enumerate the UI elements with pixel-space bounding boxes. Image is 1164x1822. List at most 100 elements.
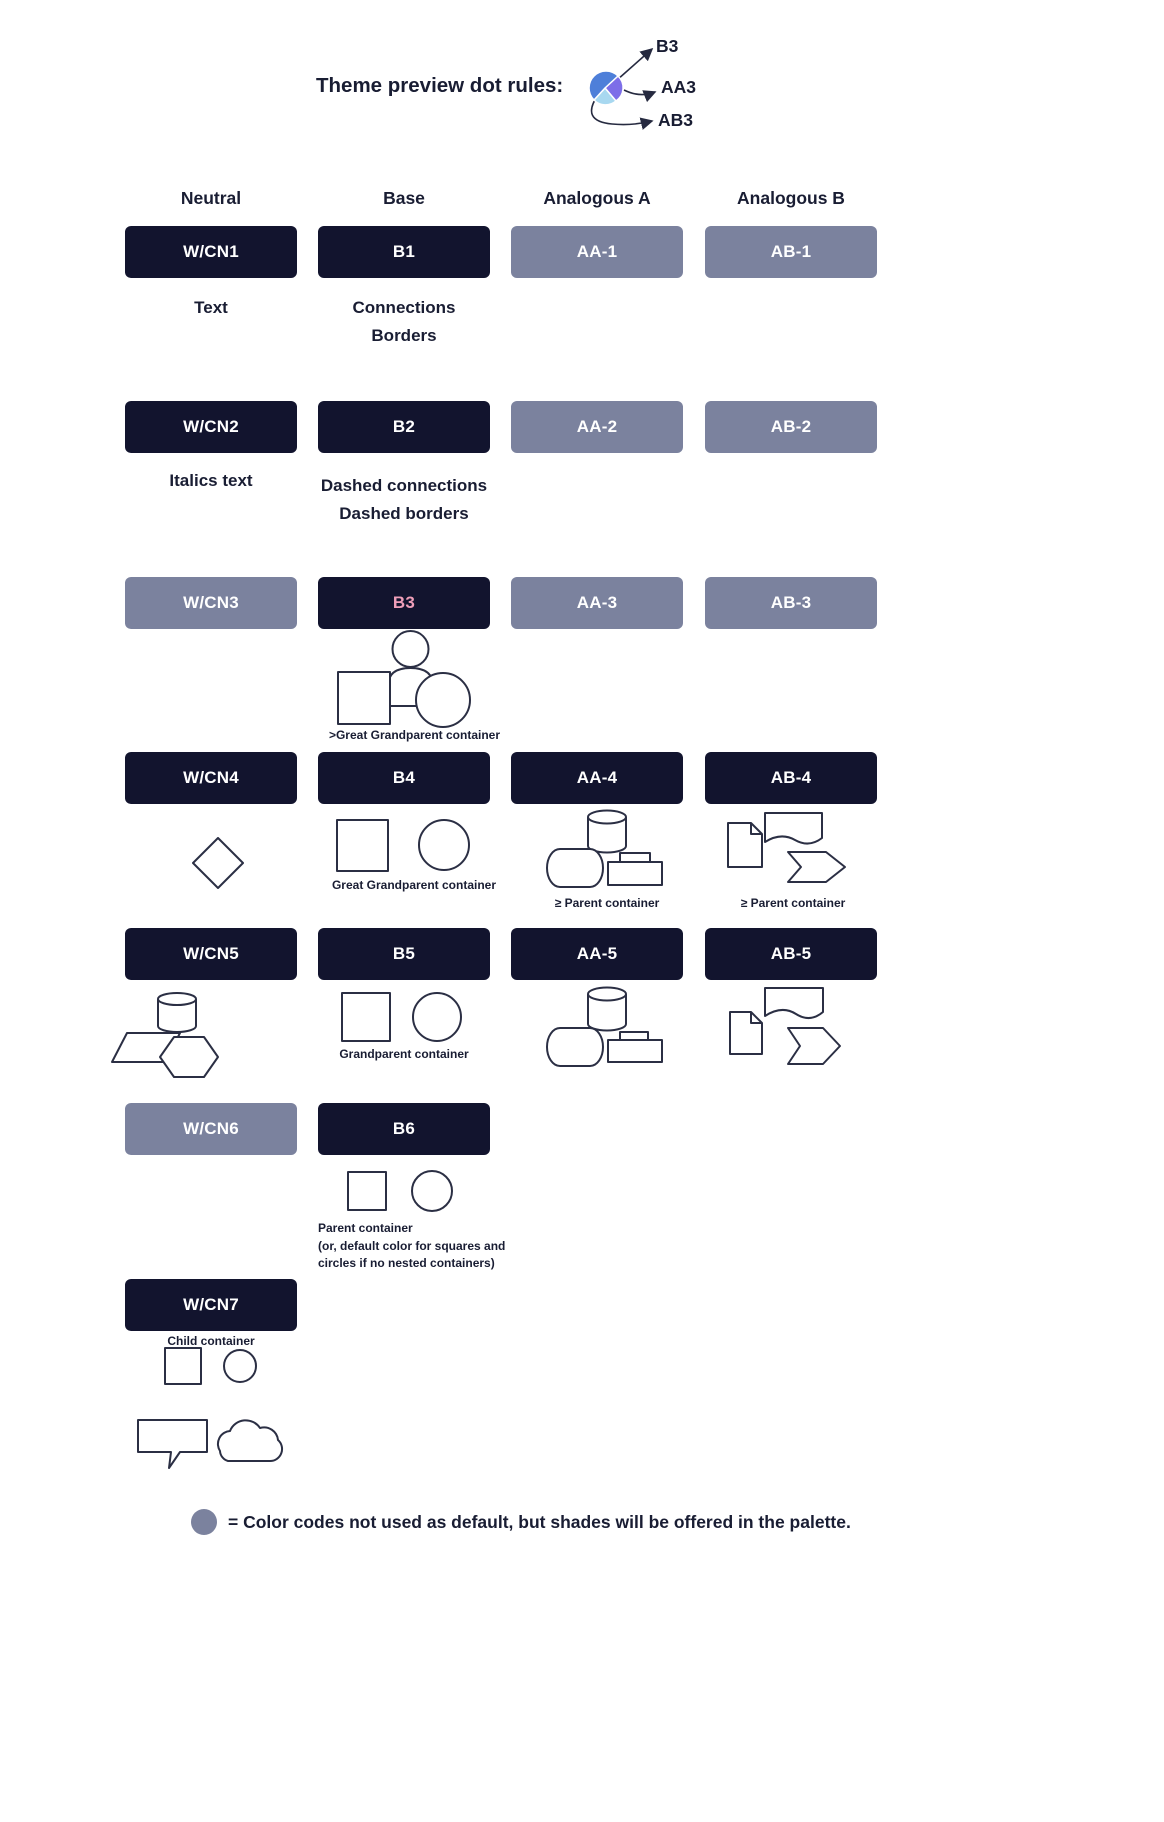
dot-slice-blue xyxy=(588,70,620,102)
annotation-b4-shapes: Great Grandparent container xyxy=(331,878,497,892)
swatch-aa5: AA-5 xyxy=(511,928,683,980)
column-header-base: Base xyxy=(383,188,425,208)
wide-rect-shape xyxy=(607,861,663,886)
square-shape xyxy=(337,671,391,725)
wave-document-shape xyxy=(764,987,824,1019)
swatch-wcn5: W/CN5 xyxy=(125,928,297,980)
b3-shapes-group xyxy=(337,630,471,728)
dot-target-b3: B3 xyxy=(656,36,679,56)
square-shape xyxy=(164,1347,202,1385)
swatch-b2: B2 xyxy=(318,401,490,453)
chevron-shape xyxy=(787,1027,841,1065)
swatch-wcn7: W/CN7 xyxy=(125,1279,297,1331)
swatch-aa4: AA-4 xyxy=(511,752,683,804)
swatch-aa1: AA-1 xyxy=(511,226,683,278)
swatch-label: W/CN4 xyxy=(183,768,239,787)
misc-shapes-group xyxy=(137,1419,284,1469)
swatch-aa2: AA-2 xyxy=(511,401,683,453)
swatch-label: AA-5 xyxy=(576,944,618,963)
dot-target-ab3: AB3 xyxy=(658,110,694,130)
wcn4-shapes-group xyxy=(192,837,244,889)
annotation-b1-line1: Connections xyxy=(352,298,456,317)
swatch-label: W/CN3 xyxy=(183,593,239,612)
swatch-b4: B4 xyxy=(318,752,490,804)
swatch-wcn3: W/CN3 xyxy=(125,577,297,629)
horizontal-cylinder-shape xyxy=(546,848,604,888)
wcn5-shapes-group xyxy=(111,992,219,1078)
page-title: Theme preview dot rules: xyxy=(316,74,564,97)
swatch-label: W/CN6 xyxy=(183,1119,239,1138)
chevron-shape xyxy=(787,851,846,883)
swatch-ab2: AB-2 xyxy=(705,401,877,453)
swatch-wcn2: W/CN2 xyxy=(125,401,297,453)
swatch-label: AA-1 xyxy=(576,242,618,261)
circle-shape xyxy=(418,819,470,871)
annotation-wcn1: Text xyxy=(194,298,228,317)
annotation-b6-line2: (or, default color for squares and xyxy=(318,1239,506,1253)
column-header-analogous-b: Analogous B xyxy=(737,188,845,208)
swatch-label: AB-3 xyxy=(770,593,812,612)
swatch-label: W/CN1 xyxy=(183,242,239,261)
annotation-aa4-shapes: ≥ Parent container xyxy=(554,896,660,910)
column-header-neutral: Neutral xyxy=(180,188,242,208)
cylinder-top-shape xyxy=(587,809,627,825)
annotation-b5-shapes: Grandparent container xyxy=(339,1047,469,1061)
annotation-wcn2: Italics text xyxy=(169,471,253,490)
swatch-label: B2 xyxy=(392,417,416,436)
dot-rule-arrows xyxy=(590,47,657,130)
b4-shapes-group xyxy=(336,819,470,872)
ab5-shapes-group xyxy=(729,987,841,1065)
aa4-shapes-group xyxy=(546,809,663,888)
cylinder-shape xyxy=(157,999,197,1033)
swatch-label: B5 xyxy=(392,944,416,963)
swatch-label: W/CN2 xyxy=(183,417,239,436)
swatch-label: W/CN7 xyxy=(183,1295,239,1314)
arrow-to-aa3 xyxy=(623,89,657,103)
swatch-label: B4 xyxy=(392,768,416,787)
swatch-aa3: AA-3 xyxy=(511,577,683,629)
legend-dot-icon xyxy=(191,1509,217,1535)
cylinder-shape xyxy=(587,817,627,854)
swatch-wcn1: W/CN1 xyxy=(125,226,297,278)
circle-shape xyxy=(411,1170,453,1212)
wide-rect-shape xyxy=(607,1039,663,1063)
annotation-b2-line1: Dashed connections xyxy=(320,476,488,495)
note-fold-line xyxy=(750,1012,762,1024)
annotation-b6-line1: Parent container xyxy=(318,1221,413,1235)
person-head-shape xyxy=(391,630,430,668)
swatch-label: AB-5 xyxy=(770,944,812,963)
square-shape xyxy=(336,819,389,872)
annotation-b1: Connections Borders xyxy=(318,294,490,350)
swatch-wcn6: W/CN6 xyxy=(125,1103,297,1155)
annotation-ab4-shapes: ≥ Parent container xyxy=(740,896,846,910)
swatch-label: AA-3 xyxy=(576,593,618,612)
swatch-label: B6 xyxy=(392,1119,416,1138)
circle-shape xyxy=(223,1349,257,1383)
column-header-analogous-a: Analogous A xyxy=(543,188,651,208)
circle-shape xyxy=(412,992,462,1042)
legend-text: = Color codes not used as default, but s… xyxy=(228,1512,851,1532)
swatch-label: B1 xyxy=(392,242,416,261)
annotation-b2-line2: Dashed borders xyxy=(339,504,469,523)
swatch-b6: B6 xyxy=(318,1103,490,1155)
swatch-label: AB-2 xyxy=(770,417,812,436)
circle-shape xyxy=(415,672,471,728)
note-fold-line xyxy=(750,823,762,835)
annotation-b2: Dashed connections Dashed borders xyxy=(296,472,512,528)
swatch-label: AA-2 xyxy=(576,417,618,436)
cylinder-top-shape xyxy=(587,986,627,1002)
annotation-b6-line3: circles if no nested containers) xyxy=(318,1256,495,1270)
swatch-label: AA-4 xyxy=(576,768,618,787)
swatch-b3: B3 xyxy=(318,577,490,629)
annotation-b1-line2: Borders xyxy=(371,326,437,345)
speech-bubble-shape xyxy=(137,1419,208,1469)
swatch-label: B3 xyxy=(392,593,416,612)
wcn7-shapes-group xyxy=(164,1347,257,1385)
note-shape xyxy=(727,822,763,868)
b5-shapes-group xyxy=(341,992,462,1042)
swatch-b1: B1 xyxy=(318,226,490,278)
swatch-label: AB-1 xyxy=(770,242,812,261)
note-shape xyxy=(729,1011,763,1055)
swatch-ab5: AB-5 xyxy=(705,928,877,980)
